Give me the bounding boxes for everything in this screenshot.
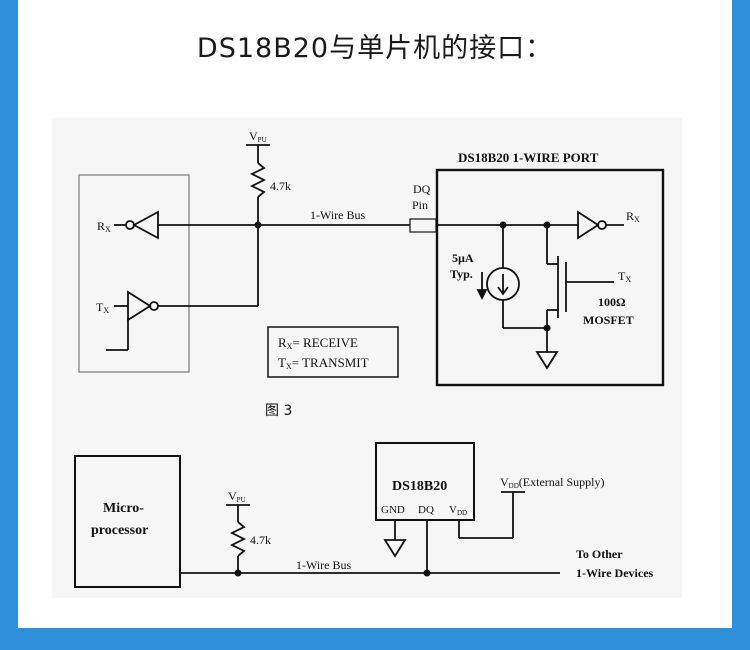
to-other-label-2: 1-Wire Devices — [576, 566, 654, 580]
page-title: DS18B20与单片机的接口： — [196, 33, 554, 64]
port-rx-buffer — [577, 210, 600, 240]
pin-label: Pin — [412, 198, 428, 212]
microprocessor-box — [74, 455, 181, 588]
svg-text:VPU: VPU — [228, 489, 246, 504]
top-pullup-resistor — [249, 162, 267, 198]
bottom-pullup-resistor — [229, 521, 247, 557]
svg-text:RX= RECEIVE: RX= RECEIVE — [278, 335, 358, 351]
current-typ-label: Typ. — [450, 267, 473, 281]
mcu-port-box — [78, 174, 190, 373]
gnd-label: GND — [381, 504, 405, 516]
svg-text:RX: RX — [626, 209, 640, 224]
chip-label: DS18B20 — [392, 479, 447, 494]
bottom-bus-label: 1-Wire Bus — [296, 558, 352, 572]
tx-buffer — [127, 290, 152, 322]
dq-pin — [409, 218, 437, 233]
mosfet-label: MOSFET — [583, 313, 634, 327]
svg-text:VDD(External Supply): VDD(External Supply) — [500, 475, 604, 490]
svg-text:VDD: VDD — [449, 504, 467, 517]
rx-buffer — [132, 210, 159, 240]
bottom-ground — [383, 539, 407, 558]
svg-text:VPU: VPU — [249, 129, 267, 144]
svg-text:TX: TX — [618, 269, 631, 284]
top-ground — [535, 351, 559, 370]
figure-label: 图 3 — [265, 403, 293, 419]
top-resistor-label: 4.7k — [270, 179, 291, 193]
res-100-label: 100Ω — [598, 295, 626, 309]
ds18b20-chip — [375, 442, 475, 521]
figure-background — [52, 118, 682, 598]
dq-label: DQ — [413, 182, 431, 196]
to-other-label-1: To Other — [576, 547, 623, 561]
micro-label-1: Micro- — [103, 501, 144, 516]
ds18b20-port-box — [435, 168, 665, 387]
top-bus-label: 1-Wire Bus — [310, 208, 366, 222]
micro-label-2: processor — [91, 523, 148, 538]
bottom-resistor-label: 4.7k — [250, 533, 271, 547]
svg-text:RX: RX — [97, 219, 111, 234]
chip-dq-label: DQ — [418, 504, 434, 516]
svg-text:TX: TX — [96, 300, 109, 315]
svg-text:TX= TRANSMIT: TX= TRANSMIT — [278, 355, 369, 371]
legend-box — [267, 326, 399, 378]
current-label: 5µA — [452, 251, 474, 265]
port-title: DS18B20 1-WIRE PORT — [458, 150, 599, 165]
